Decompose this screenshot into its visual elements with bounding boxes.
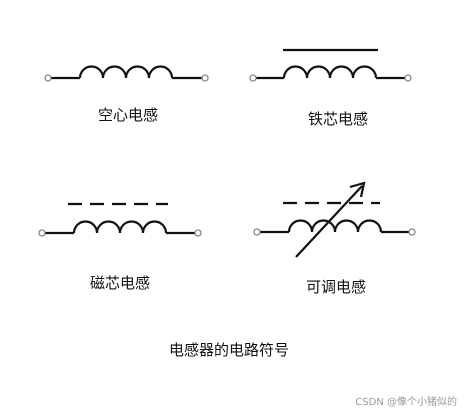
- coil: [287, 219, 383, 233]
- ferrite-core-inductor-symbol: [38, 202, 202, 237]
- air-core-inductor-symbol: [44, 65, 209, 82]
- coil: [282, 65, 378, 79]
- label-ferrite-core-inductor: 磁芯电感: [89, 274, 151, 292]
- label-iron-core-inductor: 铁芯电感: [307, 110, 369, 128]
- terminal-left: [38, 229, 46, 237]
- label-air-core-inductor: 空心电感: [97, 106, 159, 124]
- diagram-caption: 电感器的电路符号: [168, 341, 290, 359]
- watermark: CSDN @像个小猪似的: [355, 397, 457, 408]
- terminal-right: [404, 74, 412, 82]
- terminal-left: [253, 228, 261, 236]
- label-adjustable-inductor: 可调电感: [305, 278, 367, 296]
- adjust-arrow-head: [349, 181, 366, 198]
- terminal-left: [44, 74, 52, 82]
- adjust-arrow-shaft: [295, 185, 363, 258]
- adjustable-inductor-symbol: [253, 181, 416, 258]
- coil: [78, 65, 174, 79]
- coil: [72, 220, 168, 234]
- iron-core-inductor-symbol: [249, 48, 412, 82]
- terminal-right: [194, 229, 202, 237]
- terminal-right: [408, 228, 416, 236]
- terminal-right: [201, 74, 209, 82]
- terminal-left: [249, 74, 257, 82]
